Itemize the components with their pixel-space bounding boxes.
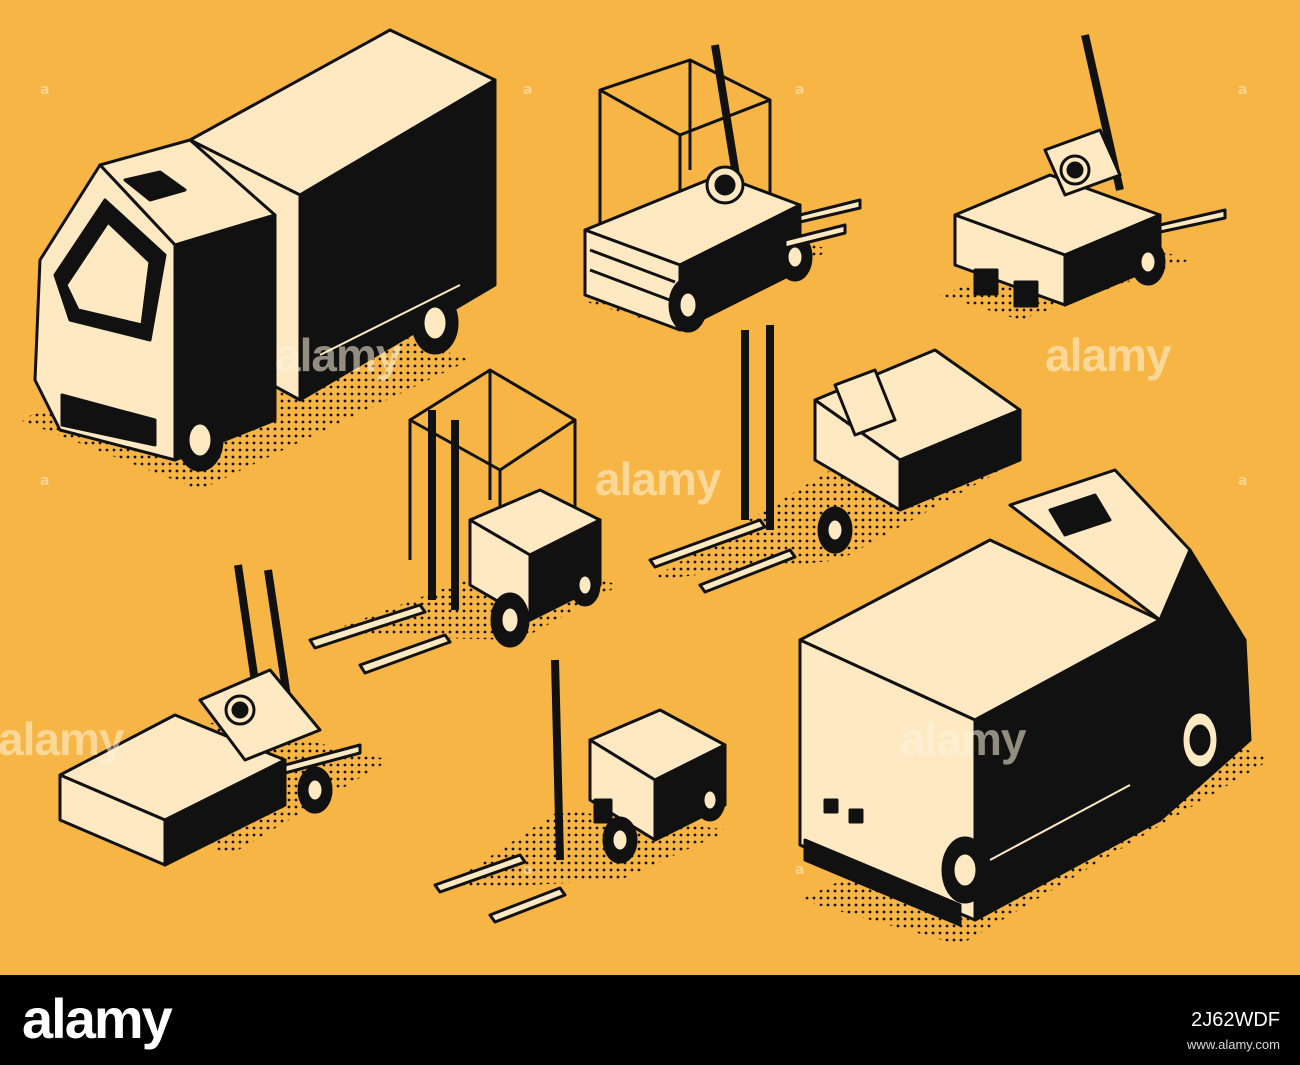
box-truck-right [798, 468, 1270, 945]
watermark-mark: a [1238, 473, 1248, 489]
watermark-mark: a [795, 862, 805, 878]
watermark-mark: a [40, 473, 50, 489]
watermark-mark: a [795, 82, 805, 98]
box-truck-left [20, 28, 497, 490]
forklift-center [308, 368, 620, 675]
forklift-top-center [580, 44, 862, 333]
image-id: 2J62WDF [1191, 1009, 1280, 1031]
forklift-bottom-center [433, 659, 730, 924]
watermark: alamy [595, 453, 721, 505]
watermark-mark: a [523, 862, 533, 878]
footer-bar: alamy 2J62WDF www.alamy.com [0, 975, 1300, 1065]
watermark: alamy [900, 713, 1026, 765]
forklift-right-middle [648, 325, 1022, 594]
watermark-mark: a [523, 82, 533, 98]
forklift-bottom-left [58, 564, 390, 867]
brand-logo: alamy [22, 987, 173, 1050]
vehicles-illustration [20, 28, 1270, 945]
watermark: alamy [1045, 329, 1171, 381]
watermark: alamy [275, 329, 401, 381]
illustration: alamy alamy alamy alamy alamy a a a a a … [0, 0, 1300, 975]
watermark-mark: a [1238, 82, 1248, 98]
site-url[interactable]: www.alamy.com [1187, 1037, 1280, 1052]
watermark: alamy [0, 713, 124, 765]
watermark-mark: a [40, 82, 50, 98]
forklift-top-right [940, 34, 1227, 320]
